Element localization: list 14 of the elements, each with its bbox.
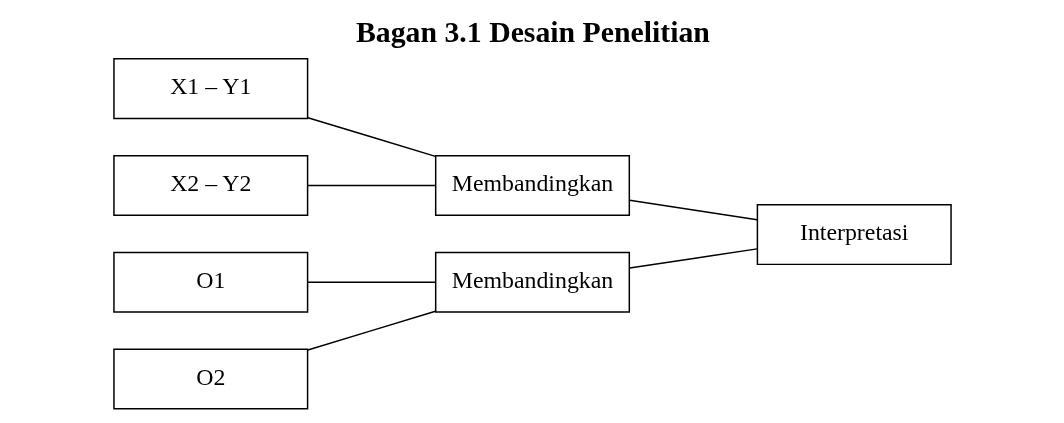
- connector: [306, 281, 436, 283]
- connector: [306, 116, 436, 158]
- node-box: X1 – Y1: [112, 58, 308, 120]
- node-box: Interpretasi: [756, 204, 952, 266]
- node-box: O1: [112, 251, 308, 313]
- node-box: X2 – Y2: [112, 154, 308, 216]
- connector: [628, 248, 758, 269]
- connector: [628, 199, 758, 221]
- node-box: Membandingkan: [434, 154, 630, 216]
- connector: [306, 310, 436, 351]
- node-box: O2: [112, 348, 308, 410]
- node-box: Membandingkan: [434, 251, 630, 313]
- diagram-title: Bagan 3.1 Desain Penelitian: [355, 15, 710, 49]
- connector: [306, 184, 436, 187]
